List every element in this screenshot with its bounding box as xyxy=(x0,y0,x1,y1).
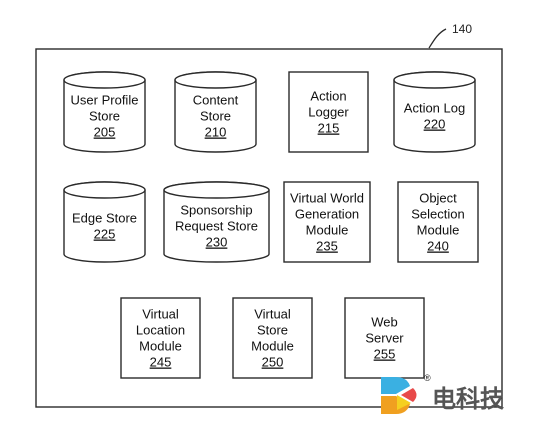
action-log-label-line: Action Log xyxy=(404,101,465,116)
user-profile-store-top xyxy=(63,71,146,89)
action-log-top xyxy=(393,71,476,89)
object-selection-module-number: 240 xyxy=(427,239,449,254)
web-server-label-line: Server xyxy=(365,331,404,346)
action-logger-label-line: Logger xyxy=(308,105,349,120)
virtual-store-module-shape xyxy=(232,297,313,379)
watermark-logo: ® xyxy=(381,373,431,414)
user-profile-store-label-line: User Profile xyxy=(71,93,139,108)
action-log-number: 220 xyxy=(424,117,446,132)
sponsorship-request-store-top xyxy=(163,181,270,199)
virtual-world-generation-module-label-line: Generation xyxy=(295,207,359,222)
user-profile-store-label-line: Store xyxy=(89,109,120,124)
content-store-label-line: Content xyxy=(193,93,239,108)
reference-label: 140 xyxy=(452,22,472,36)
sponsorship-request-store-label-line: Sponsorship xyxy=(180,203,252,218)
watermark-text: 电科技 xyxy=(432,385,505,413)
virtual-world-generation-module-label-line: Module xyxy=(306,223,349,238)
virtual-location-module-shape xyxy=(120,297,201,379)
object-selection-module-label-line: Module xyxy=(417,223,460,238)
edge-store-label-line: Edge Store xyxy=(72,211,137,226)
action-logger-number: 215 xyxy=(318,121,340,136)
content-store-label-line: Store xyxy=(200,109,231,124)
watermark-registered-mark: ® xyxy=(424,373,431,383)
virtual-store-module-label-line: Module xyxy=(251,339,294,354)
web-server-number: 255 xyxy=(374,347,396,362)
content-store-number: 210 xyxy=(205,125,227,140)
virtual-store-module-number: 250 xyxy=(262,355,284,370)
virtual-store-module-label-line: Store xyxy=(257,323,288,338)
web-server-label-line: Web xyxy=(371,315,398,330)
virtual-world-generation-module-number: 235 xyxy=(316,239,338,254)
watermark-logo-shape-yellow xyxy=(397,395,411,410)
edge-store-top xyxy=(63,181,146,199)
sponsorship-request-store-number: 230 xyxy=(206,235,228,250)
object-selection-module-label-line: Object xyxy=(419,191,457,206)
virtual-world-generation-module-label-line: Virtual World xyxy=(290,191,364,206)
virtual-location-module-label-line: Virtual xyxy=(142,307,179,322)
user-profile-store-number: 205 xyxy=(94,125,116,140)
action-logger-shape xyxy=(288,71,369,153)
content-store-top xyxy=(174,71,257,89)
watermark-logo-shape-blue xyxy=(381,377,410,394)
watermark-logo-shape-red xyxy=(401,388,417,402)
virtual-location-module-label-line: Module xyxy=(139,339,182,354)
virtual-location-module-label-line: Location xyxy=(136,323,185,338)
virtual-world-generation-module-shape xyxy=(283,181,371,263)
components-layer: User ProfileStore205ContentStore210Actio… xyxy=(63,71,479,379)
virtual-location-module-number: 245 xyxy=(150,355,172,370)
virtual-store-module-label-line: Virtual xyxy=(254,307,291,322)
sponsorship-request-store-label-line: Request Store xyxy=(175,219,258,234)
action-logger-label-line: Action xyxy=(310,89,346,104)
object-selection-module-label-line: Selection xyxy=(411,207,464,222)
object-selection-module-shape xyxy=(397,181,479,263)
edge-store-number: 225 xyxy=(94,227,116,242)
reference-leader-line xyxy=(428,28,447,49)
